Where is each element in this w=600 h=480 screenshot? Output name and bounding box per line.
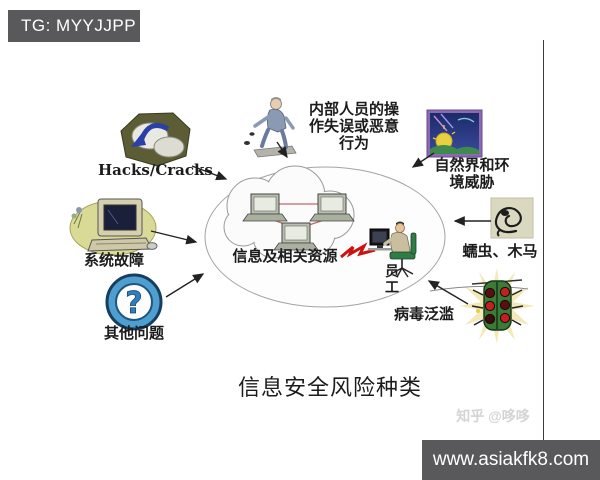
page-edge-line: [543, 40, 544, 440]
laptop-icon: [242, 193, 288, 222]
website-bar: www.asiakfk8.com: [422, 440, 600, 480]
tg-badge-text: TG: MYYJJPP: [21, 16, 137, 35]
nature-threat-label: 自然界和环 境威胁: [434, 156, 510, 191]
threat-arrows: [150, 141, 491, 305]
laptop-icon: [309, 193, 355, 222]
person-at-computer-icon: [368, 221, 417, 278]
worm-trojan-label: 蠕虫、木马: [462, 242, 538, 260]
svg-text:?: ?: [125, 286, 142, 321]
hacks-cracks-label: Hacks/Cracks: [98, 161, 213, 179]
worm-icon: [490, 197, 534, 239]
other-issues-label: 其他问题: [103, 324, 164, 342]
website-url: www.asiakfk8.com: [432, 449, 590, 470]
resources-label: 信息及相关资源: [232, 247, 338, 265]
zhihu-watermark: 知乎 @哆哆: [456, 408, 530, 424]
red-lightning-icon: [340, 242, 376, 259]
tg-badge: TG: MYYJJPP: [8, 10, 140, 42]
sweeping-person-icon: [244, 97, 297, 158]
insider-threat-label: 内部人员的操 作失误或恶意 行为: [308, 100, 399, 152]
employee-label: 员 工: [385, 264, 399, 296]
bug-starburst-icon: [429, 268, 535, 344]
diagram-title: 信息安全风险种类: [237, 376, 422, 401]
desktop-computer-icon: [69, 198, 158, 256]
nature-scene-icon: [426, 109, 483, 158]
network-cloud-icon: [223, 165, 355, 259]
rock-with-arrow-icon: [120, 112, 191, 167]
virus-flood-label: 病毒泛滥: [393, 305, 454, 323]
question-mark-icon: ?: [105, 273, 163, 331]
system-failure-label: 系统故障: [83, 251, 144, 269]
laptop-icon: [273, 222, 319, 251]
